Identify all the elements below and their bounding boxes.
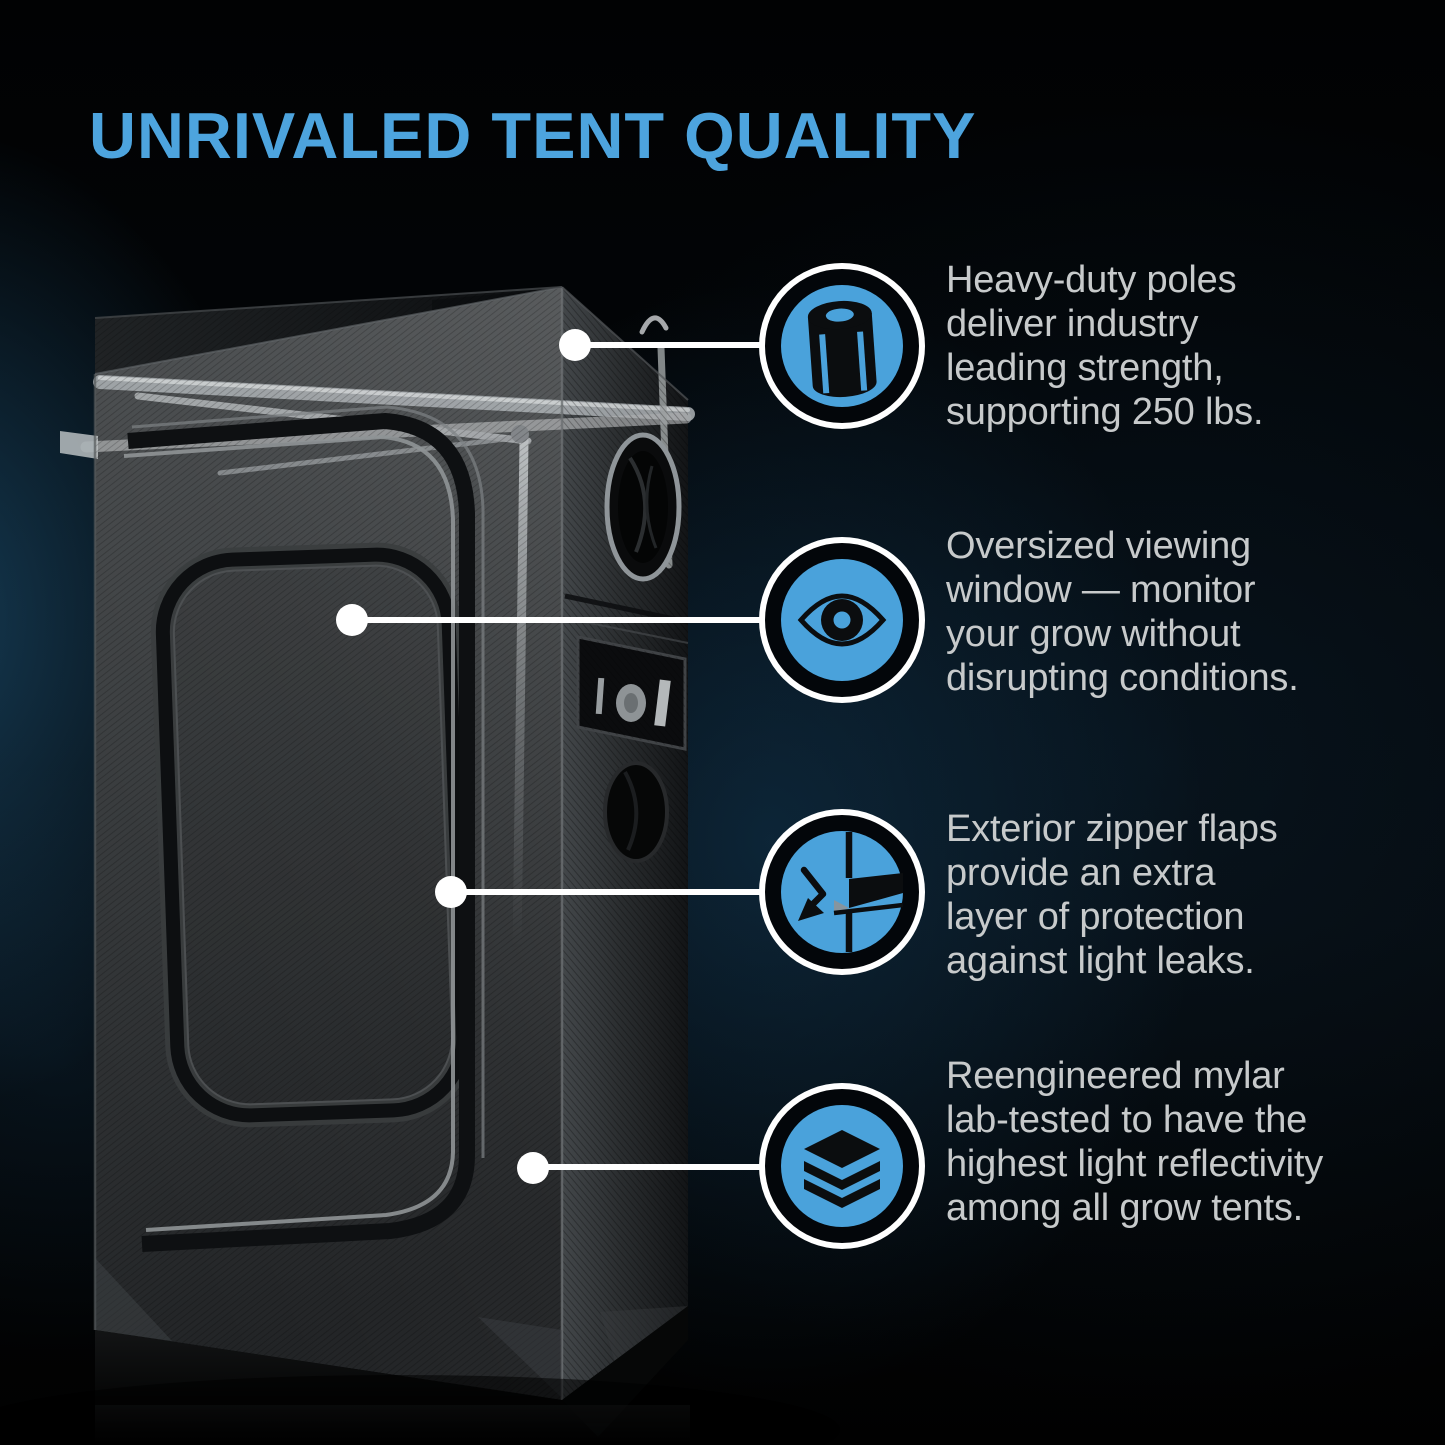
feature-text-mylar: Reengineered mylar lab-tested to have th… xyxy=(946,1055,1324,1229)
feature-badge-mylar xyxy=(759,1083,925,1249)
duct-port-upper xyxy=(604,432,682,582)
tool-pouch xyxy=(576,635,687,751)
duct-port-lower xyxy=(603,761,669,863)
callout-dot-poles xyxy=(559,329,591,361)
tent-base xyxy=(0,1258,840,1445)
tent-side-details xyxy=(564,432,689,863)
feature-text-poles: Heavy-duty poles deliver industry leadin… xyxy=(946,259,1264,433)
callout-line-poles xyxy=(575,342,845,348)
callout-line-zipper xyxy=(451,889,845,895)
layers-icon xyxy=(781,1105,903,1227)
callout-dot-mylar xyxy=(517,1152,549,1184)
feature-badge-window xyxy=(759,537,925,703)
page-title: UNRIVALED TENT QUALITY xyxy=(89,99,977,172)
pole-icon xyxy=(781,285,903,407)
callout-line-window xyxy=(352,617,845,623)
feature-badge-poles xyxy=(759,263,925,429)
tent-viewing-window xyxy=(150,542,476,1128)
feature-text-zipper: Exterior zipper flaps provide an extra l… xyxy=(946,808,1278,982)
tent-door-zipper xyxy=(123,405,485,1252)
feature-badge-zipper xyxy=(759,809,925,975)
callout-dot-zipper xyxy=(435,876,467,908)
callout-dot-window xyxy=(336,604,368,636)
zipper-flap-icon xyxy=(781,831,903,953)
feature-text-window: Oversized viewing window — monitor your … xyxy=(946,525,1299,699)
eye-icon xyxy=(781,559,903,681)
callout-line-mylar xyxy=(533,1164,845,1170)
